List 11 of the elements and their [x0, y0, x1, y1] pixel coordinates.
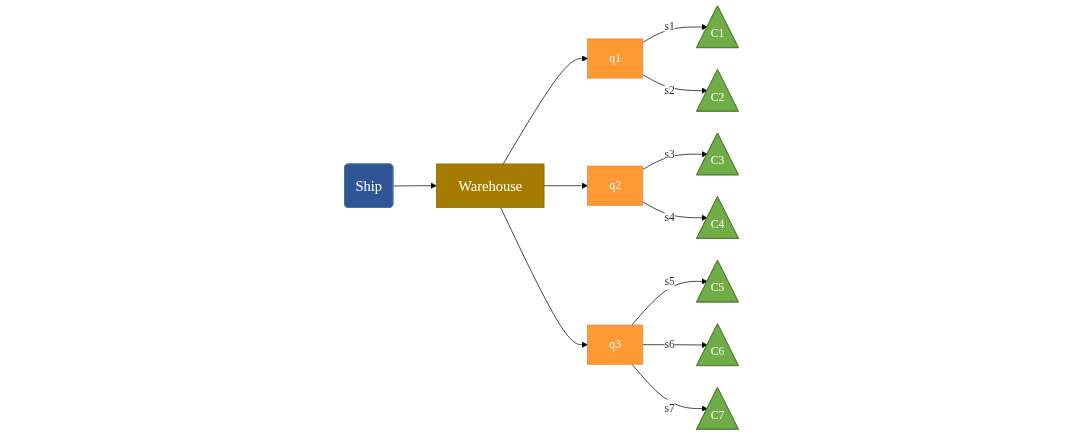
edge-label: s7 [664, 401, 675, 415]
edge-label: s3 [664, 147, 675, 160]
edge-label: s4 [664, 210, 675, 224]
edge-label: s1 [664, 20, 675, 33]
edge-label: s2 [664, 83, 675, 97]
node-box: q1 [587, 38, 644, 79]
edge-label: s5 [664, 274, 675, 287]
node-box: Warehouse [436, 163, 545, 208]
edge-label: s6 [664, 338, 675, 351]
node-box: q3 [587, 324, 644, 365]
node-box: q2 [587, 165, 644, 206]
